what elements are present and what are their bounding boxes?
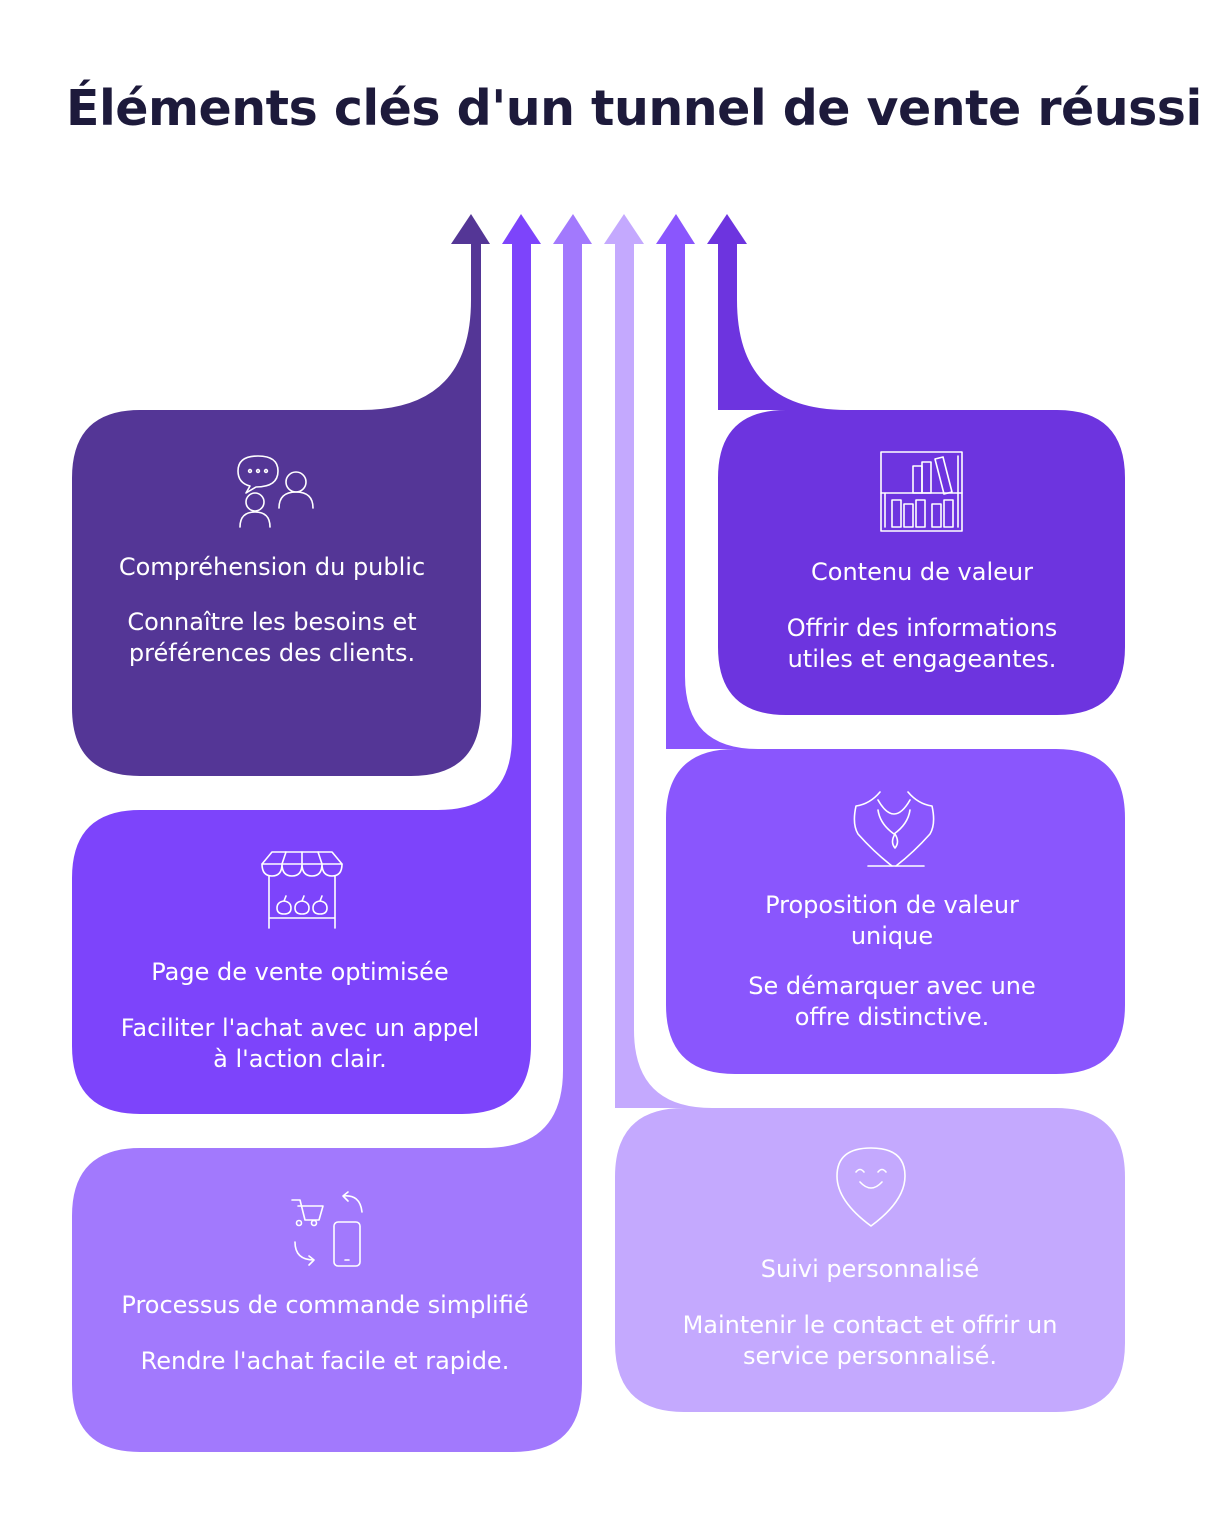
arrow-5-head [656,214,695,244]
card-5-shape [666,244,1125,1074]
card-3-heading: Processus de commande simplifié [121,1291,529,1319]
card-2-shape [72,244,531,1114]
card-1-description: Connaître les besoins et préférences des… [127,608,417,667]
card-3-text: Processus de commande simplifié Rendre l… [120,1290,530,1377]
bookshelf-icon [880,451,963,532]
card-5-text: Proposition de valeur unique Se démarque… [722,890,1062,1033]
card-3-shape [72,244,582,1452]
card-6-description: Offrir des informations utiles et engage… [786,614,1058,673]
card-1-shape [72,244,481,776]
card-4-heading: Suivi personnalisé [760,1255,980,1283]
card-4-description: Maintenir le contact et offrir un servic… [682,1311,1058,1370]
card-6-heading: Contenu de valeur [811,558,1033,586]
necklace-icon [853,791,935,867]
arrow-1-head [451,214,490,244]
arrow-3-head [553,214,592,244]
card-5-description: Se démarquer avec une offre distinctive. [748,972,1036,1031]
card-6-text: Contenu de valeur Offrir des information… [762,557,1082,675]
card-3-description: Rendre l'achat facile et rapide. [140,1347,510,1375]
page-title: Éléments clés d'un tunnel de vente réuss… [66,80,1202,137]
arrow-2-head [502,214,541,244]
card-4-shape [615,244,1125,1412]
card-2-text: Page de vente optimisée Faciliter l'acha… [120,957,480,1075]
card-4-text: Suivi personnalisé Maintenir le contact … [660,1254,1080,1372]
people-chat-icon [237,455,314,528]
card-5-heading: Proposition de valeur unique [765,891,1019,950]
cart-phone-icon [291,1191,363,1267]
arrow-6-head [707,214,747,244]
card-1-text: Compréhension du public Connaître les be… [112,552,432,669]
market-stall-icon [261,851,343,929]
card-2-description: Faciliter l'achat avec un appel à l'acti… [120,1014,480,1073]
arrow-4-head [604,214,644,244]
card-2-heading: Page de vente optimisée [151,958,449,986]
card-1-heading: Compréhension du public [118,553,426,581]
smile-pin-icon [836,1147,906,1227]
